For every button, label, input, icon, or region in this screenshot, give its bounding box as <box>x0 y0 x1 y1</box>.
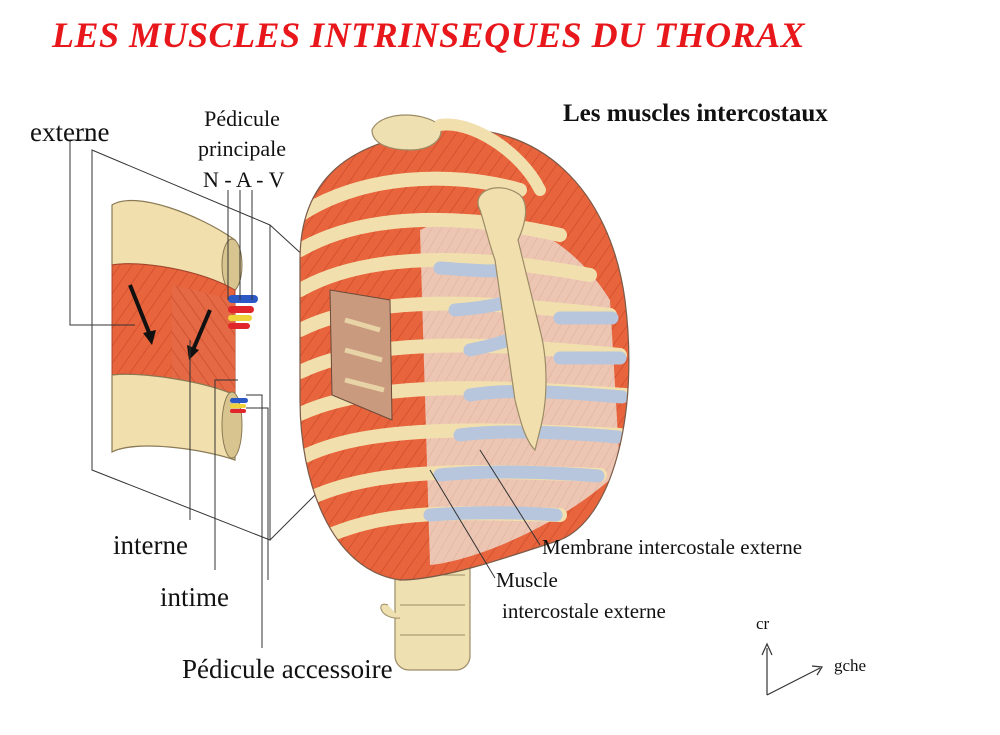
label-intime: intime <box>160 582 229 612</box>
label-interne: interne <box>113 530 188 560</box>
label-pedicule-line1: Pédicule <box>204 106 280 131</box>
label-muscle-intercostale: intercostale externe <box>502 599 666 623</box>
label-externe: externe <box>30 117 110 147</box>
orientation-arrows-icon <box>761 642 824 696</box>
label-cr: cr <box>756 614 770 633</box>
label-muscle: Muscle <box>496 568 558 592</box>
thorax-illustration <box>299 114 630 671</box>
label-gche: gche <box>834 656 867 675</box>
diagram-subtitle: Les muscles intercostaux <box>563 100 828 127</box>
label-pedicule-accessoire: Pédicule accessoire <box>182 654 393 684</box>
label-pedicule-line2: principale <box>198 136 286 161</box>
label-nav: N - A - V <box>203 167 285 192</box>
detail-panel <box>69 139 391 648</box>
label-pedicule-principale: Pédicule principale <box>198 104 286 164</box>
label-membrane: Membrane intercostale externe <box>542 535 803 559</box>
page-title: LES MUSCLES INTRINSEQUES DU THORAX <box>52 15 806 55</box>
